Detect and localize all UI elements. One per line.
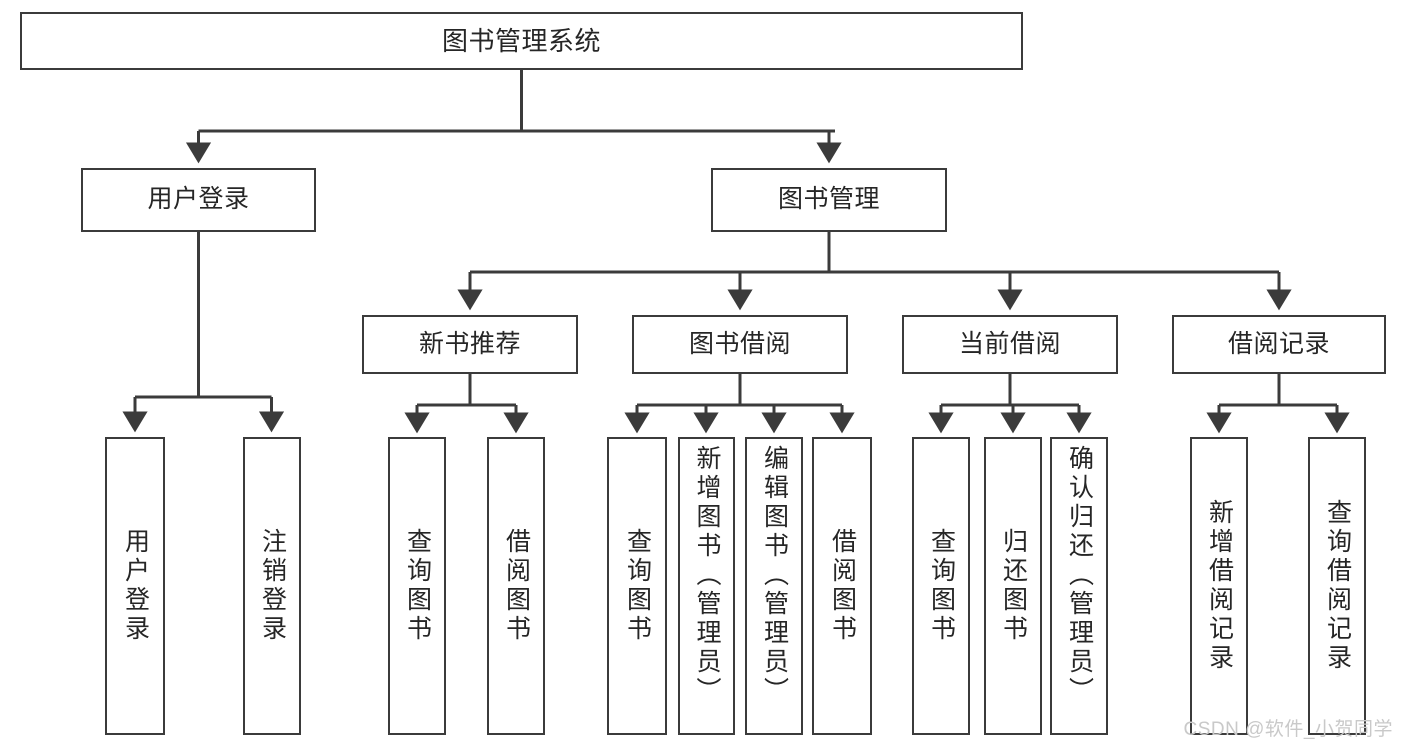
node-label: 图书借阅 [688,329,791,358]
leaf-inner: 新增借阅记录 [1192,439,1246,733]
node-label: 新书推荐 [418,329,521,358]
leaf-label: 用户登录 [121,528,150,644]
leaf-label: 确认归还（管理员） [1065,445,1094,706]
leaf-node-借阅图书[interactable]: 借阅图书 [812,437,872,735]
leaf-inner: 注销登录 [245,439,299,733]
csdn-watermark: CSDN @软件_小贺同学 [1183,719,1393,740]
leaf-node-查询借阅记录[interactable]: 查询借阅记录 [1308,437,1366,735]
leaf-label: 查询图书 [623,528,652,644]
node-借阅记录[interactable]: 借阅记录 [1172,315,1386,374]
leaf-label: 注销登录 [258,528,287,644]
node-label: 借阅记录 [1227,329,1330,358]
leaf-label: 查询图书 [403,528,432,644]
node-label: 图书管理系统 [441,25,601,56]
leaf-node-借阅图书[interactable]: 借阅图书 [487,437,545,735]
leaf-label: 归还图书 [999,528,1028,644]
leaf-inner: 编辑图书（管理员） [747,439,801,739]
node-label: 用户登录 [147,185,250,214]
leaf-label: 查询图书 [927,528,956,644]
leaf-node-确认归还管理员[interactable]: 确认归还（管理员） [1050,437,1108,735]
leaf-inner: 新增图书（管理员） [680,439,733,739]
leaf-node-查询图书[interactable]: 查询图书 [912,437,970,735]
leaf-label: 新增借阅记录 [1205,499,1234,673]
leaf-node-查询图书[interactable]: 查询图书 [388,437,446,735]
leaf-inner: 借阅图书 [814,439,870,733]
leaf-inner: 查询图书 [914,439,968,733]
leaf-inner: 借阅图书 [489,439,543,733]
node-新书推荐[interactable]: 新书推荐 [362,315,578,374]
leaf-inner: 用户登录 [107,439,163,733]
leaf-label: 新增图书（管理员） [693,445,721,706]
node-library-management-system[interactable]: 图书管理系统 [20,12,1023,70]
leaf-label: 借阅图书 [828,528,857,644]
leaf-label: 查询借阅记录 [1323,499,1352,673]
leaf-inner: 查询图书 [609,439,665,733]
leaf-node-查询图书[interactable]: 查询图书 [607,437,667,735]
leaf-node-编辑图书管理员[interactable]: 编辑图书（管理员） [745,437,803,735]
node-label: 图书管理 [777,185,880,214]
leaf-node-注销登录[interactable]: 注销登录 [243,437,301,735]
leaf-node-用户登录[interactable]: 用户登录 [105,437,165,735]
leaf-node-归还图书[interactable]: 归还图书 [984,437,1042,735]
node-图书借阅[interactable]: 图书借阅 [632,315,848,374]
node-图书管理[interactable]: 图书管理 [711,168,947,232]
leaf-node-新增图书管理员[interactable]: 新增图书（管理员） [678,437,735,735]
node-当前借阅[interactable]: 当前借阅 [902,315,1118,374]
leaf-label: 编辑图书（管理员） [760,445,789,706]
leaf-inner: 查询图书 [390,439,444,733]
leaf-node-新增借阅记录[interactable]: 新增借阅记录 [1190,437,1248,735]
leaf-label: 借阅图书 [502,528,531,644]
leaf-inner: 归还图书 [986,439,1040,733]
leaf-inner: 查询借阅记录 [1310,439,1364,733]
node-用户登录[interactable]: 用户登录 [81,168,316,232]
node-label: 当前借阅 [958,329,1061,358]
leaf-inner: 确认归还（管理员） [1052,439,1106,739]
